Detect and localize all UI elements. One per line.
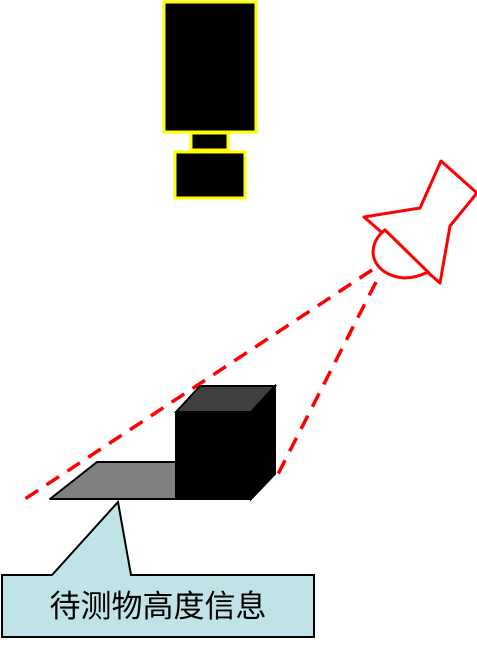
camera-lens [173, 150, 247, 200]
projector-housing [362, 159, 477, 285]
test-object-cube [173, 383, 278, 502]
camera-neck [189, 131, 230, 152]
callout-label: 待测物高度信息 [50, 589, 267, 625]
projector-lens [371, 228, 431, 280]
callout-box [1, 499, 315, 638]
height-info-callout: 待测物高度信息 [1, 499, 315, 638]
projector-icon [362, 159, 477, 285]
shadow-plane [49, 461, 177, 500]
light-ray-left [24, 268, 373, 501]
cube-front-face [175, 411, 252, 500]
light-ray-right [274, 281, 378, 479]
camera-icon [162, 0, 258, 200]
camera-body [162, 0, 258, 134]
